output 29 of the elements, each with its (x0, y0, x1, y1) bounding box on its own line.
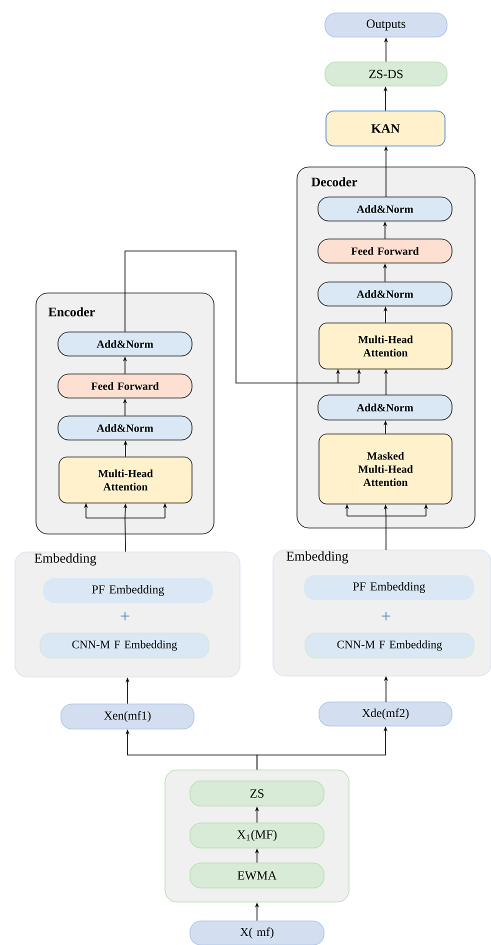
process-box: Multi-Head Attention (58, 456, 192, 504)
process-box: EWMA (190, 862, 324, 888)
process-box: ZS-DS (324, 62, 448, 86)
panel-heading: Embedding (34, 553, 96, 566)
process-box: Masked Multi-Head Attention (318, 434, 452, 504)
process-box: Add&Norm (58, 332, 192, 356)
panel-heading: Embedding (286, 551, 348, 564)
panel-heading: Decoder (311, 177, 358, 186)
embedding-box: PF Embedding (43, 578, 213, 603)
process-box: ZS (190, 780, 324, 806)
process-box: Multi-Head Attention (318, 322, 452, 370)
panel-heading: Encoder (48, 307, 95, 316)
process-box: Add&Norm (318, 196, 452, 222)
process-box: Add&Norm (318, 282, 452, 306)
process-box: Feed Forward (318, 238, 452, 264)
input-box: Xen(mf1) (60, 704, 194, 730)
plus-sign: + (382, 612, 390, 620)
process-box: KAN (326, 110, 446, 146)
embedding-box: CNN-M F Embedding (40, 632, 210, 658)
plus-sign: + (120, 612, 130, 620)
embedding-box: CNN-M F Embedding (304, 632, 474, 658)
embedding-box: PF Embedding (304, 575, 474, 600)
process-box: Add&Norm (318, 394, 452, 420)
input-box: Xde(mf2) (318, 702, 452, 726)
input-box: X( mf) (190, 920, 324, 945)
process-box: Feed Forward (58, 374, 192, 398)
process-box: Add&Norm (58, 416, 192, 440)
process-box: X$_{1}$(MF) (190, 822, 324, 848)
output-box: Outputs (324, 12, 448, 38)
